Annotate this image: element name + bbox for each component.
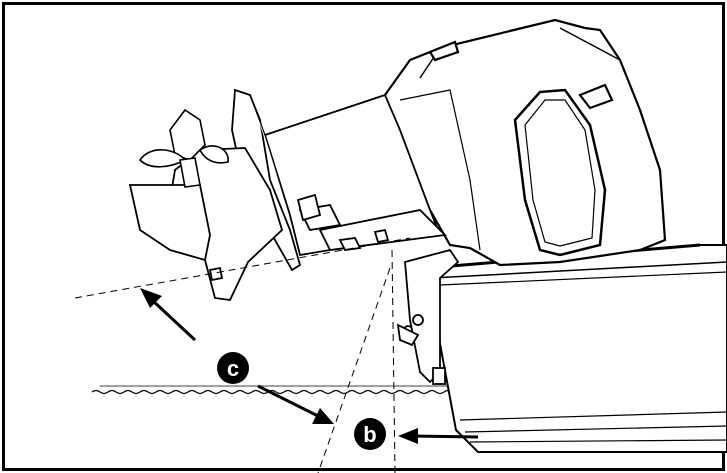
callout-b-label: b: [363, 422, 376, 447]
propeller: [138, 108, 229, 188]
tilt-arrow: [140, 288, 197, 342]
callout-c-label: c: [227, 356, 239, 381]
callout-c: c: [217, 352, 249, 384]
transom-bracket: [396, 248, 460, 385]
engine-cowling: [383, 18, 667, 267]
arrow-c-to-angle: [257, 384, 334, 424]
callout-b: b: [354, 418, 386, 450]
reference-lines: [74, 237, 411, 473]
midsection: [263, 93, 447, 257]
boat-hull: [426, 243, 727, 453]
arrow-to-b: [398, 428, 479, 444]
